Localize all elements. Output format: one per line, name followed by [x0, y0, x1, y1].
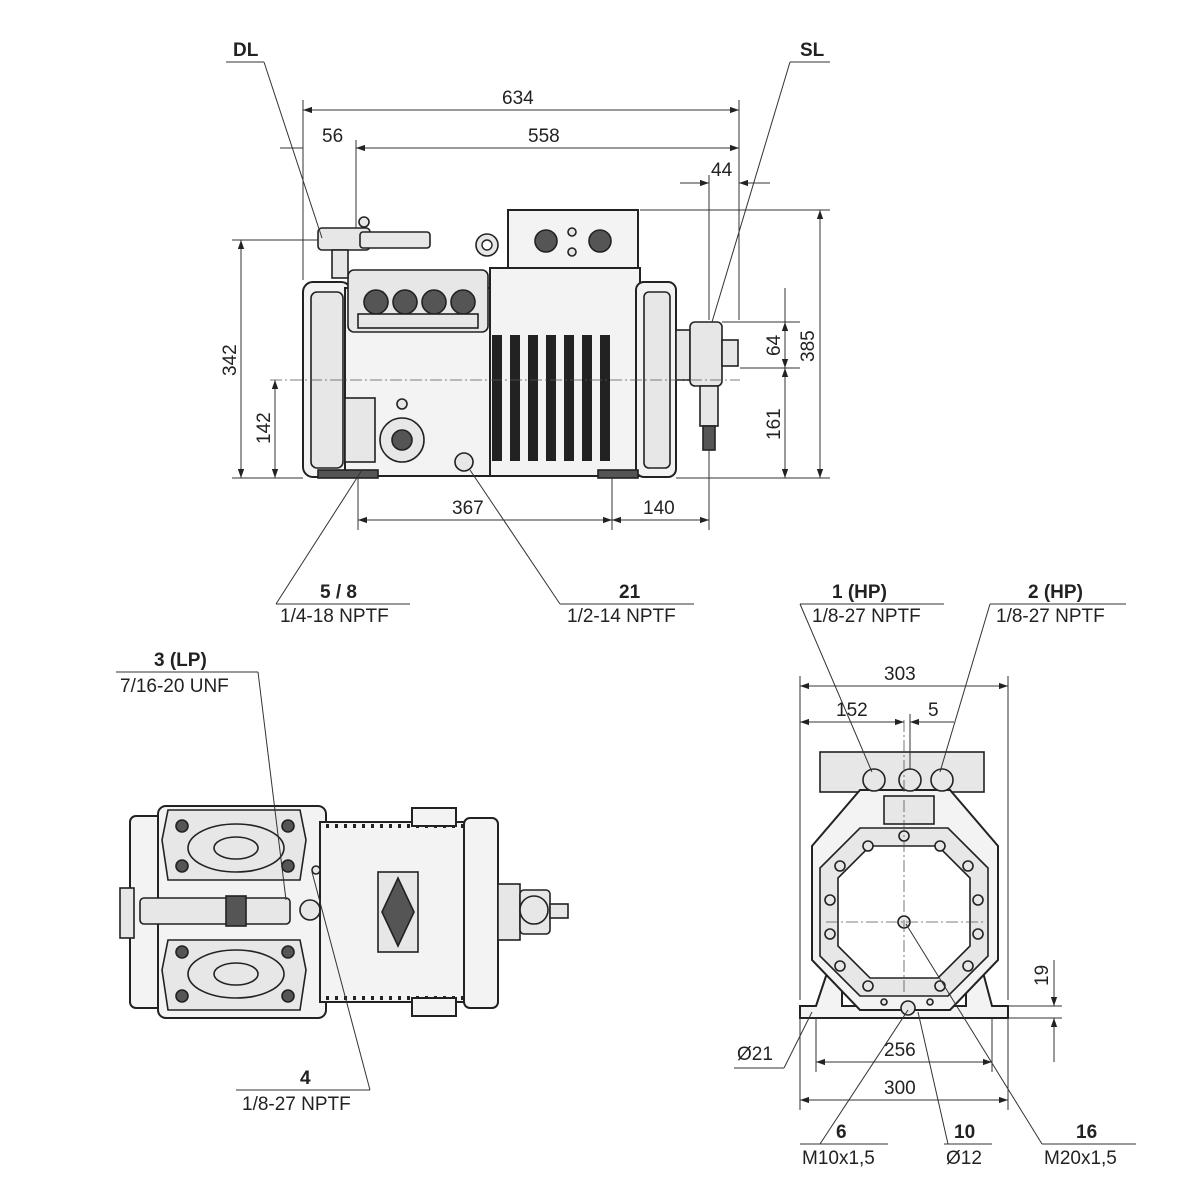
callout-3-spec: 7/16-20 UNF	[120, 676, 229, 697]
dim-56: 56	[322, 126, 343, 147]
dim-d21: Ø21	[737, 1044, 773, 1065]
label-dl: DL	[233, 40, 259, 61]
dim-367: 367	[452, 498, 484, 519]
callout-3-id: 3 (LP)	[154, 650, 207, 671]
label-sl: SL	[800, 40, 825, 61]
callout-10-spec: Ø12	[946, 1148, 982, 1169]
callout-21-id: 21	[619, 582, 641, 603]
dim-5: 5	[928, 700, 939, 721]
dim-256: 256	[884, 1040, 916, 1061]
callout-16-spec: M20x1,5	[1044, 1148, 1117, 1169]
callout-21-spec: 1/2-14 NPTF	[567, 606, 676, 627]
callout-1-id: 1 (HP)	[832, 582, 887, 603]
dim-64: 64	[764, 334, 785, 356]
callout-4-id: 4	[300, 1068, 311, 1089]
callout-2-spec: 1/8-27 NPTF	[996, 606, 1105, 627]
callout-5-8-spec: 1/4-18 NPTF	[280, 606, 389, 627]
dim-152: 152	[836, 700, 868, 721]
valve-row	[357, 289, 479, 329]
dim-300: 300	[884, 1078, 916, 1099]
end-view: 1 (HP) 1/8-27 NPTF 2 (HP) 1/8-27 NPTF 30…	[734, 582, 1136, 1169]
cooling-fins	[492, 335, 610, 461]
dim-161: 161	[764, 408, 785, 440]
callout-6-spec: M10x1,5	[802, 1148, 875, 1169]
dim-558: 558	[528, 126, 560, 147]
dim-44: 44	[711, 160, 733, 181]
callout-2-id: 2 (HP)	[1028, 582, 1083, 603]
dim-385: 385	[798, 330, 819, 362]
dim-19: 19	[1032, 965, 1053, 986]
dim-634: 634	[502, 88, 534, 109]
callout-16-id: 16	[1076, 1122, 1097, 1143]
top-view: 3 (LP) 7/16-20 UNF 4 1/8-27 NPTF	[116, 650, 569, 1115]
callout-6-id: 6	[836, 1122, 847, 1143]
callout-10-id: 10	[954, 1122, 975, 1143]
callout-5-8-id: 5 / 8	[320, 582, 357, 603]
dim-140: 140	[643, 498, 675, 519]
callout-1-spec: 1/8-27 NPTF	[812, 606, 921, 627]
dim-342: 342	[220, 344, 241, 376]
dim-303: 303	[884, 664, 916, 685]
dim-142: 142	[254, 412, 275, 444]
front-view: DL SL 634 56 558 44 342 142 38	[220, 40, 830, 627]
callout-4-spec: 1/8-27 NPTF	[242, 1094, 351, 1115]
